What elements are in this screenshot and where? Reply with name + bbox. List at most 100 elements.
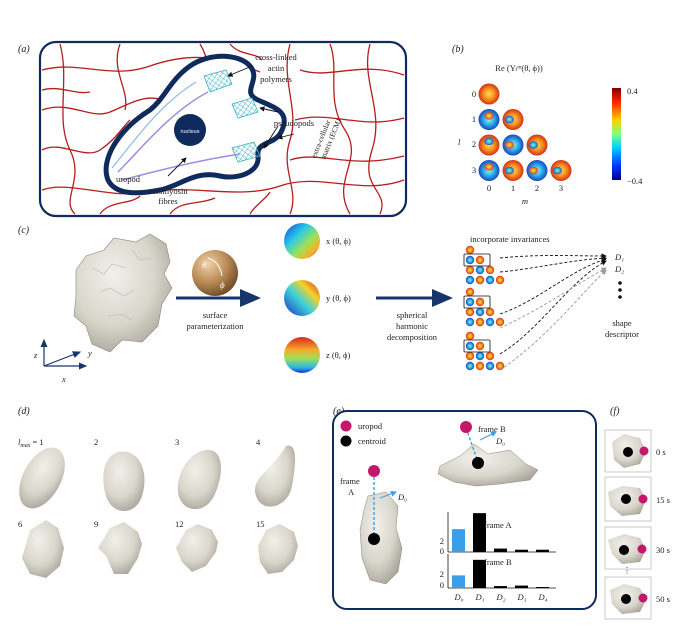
- sphere-z: [284, 337, 320, 373]
- mini-sphere: [475, 255, 485, 265]
- d2-label: D₂: [614, 264, 624, 274]
- chart-b-ytick-2: 2: [440, 569, 444, 579]
- bar-chart-frame-b: [447, 554, 556, 589]
- mini-grid-2: [463, 331, 505, 371]
- ylm-lobe: [504, 166, 515, 175]
- bar-D₃: [515, 549, 528, 552]
- timelapse-time-15: 15 s: [656, 495, 670, 505]
- bar-D₂: [494, 548, 507, 552]
- panel-d-label: (d): [18, 406, 30, 417]
- x-function-label: x (θ, ϕ): [326, 236, 351, 246]
- axis-y: y: [87, 348, 92, 358]
- surface-label-1: surface: [203, 310, 228, 320]
- timelapse-time-0: 0 s: [656, 447, 666, 457]
- lmax-15: 15: [256, 519, 265, 529]
- timelapse-centroid-0: [623, 447, 633, 457]
- cell-mesh-c: [73, 233, 173, 353]
- timelapse-centroid-50: [621, 594, 631, 604]
- bar-D₃: [515, 585, 528, 588]
- panel-f-label: (f): [610, 406, 620, 417]
- bar-D₀: [452, 529, 465, 552]
- mini-sphere: [485, 265, 495, 275]
- sphere-x: [284, 223, 320, 259]
- actin-mesh-top: [203, 69, 233, 93]
- panel-a-pointer-arrows: [167, 65, 295, 177]
- bar-D₀: [452, 575, 465, 588]
- colorbar-min: −0.4: [627, 176, 643, 186]
- pseudopods-label: pseudopods: [274, 118, 314, 128]
- mini-sphere: [475, 275, 485, 285]
- mini-ylm-grids: [463, 245, 505, 371]
- frame-b-d0-arrow: [479, 431, 497, 441]
- actin-label: actin: [268, 63, 285, 73]
- colorbar-max: 0.4: [627, 86, 638, 96]
- ecm-fibres: [41, 43, 405, 215]
- legend-uropod-marker: [340, 420, 352, 432]
- actomyosin-label: actomyosin: [148, 186, 188, 196]
- legend-centroid-marker: [340, 435, 352, 447]
- frame-b-label: frame B: [478, 424, 506, 434]
- mini-sphere: [465, 265, 475, 275]
- legend-uropod-label: uropod: [358, 421, 383, 431]
- shape-label-1: shape: [612, 318, 632, 328]
- ylm-sphere-l3-m1: [502, 160, 524, 181]
- polymers-label: polymers: [260, 74, 292, 84]
- lmax-6: 6: [18, 519, 22, 529]
- chart-xtick-d1: D₁: [474, 592, 484, 602]
- panel-b-label: (b): [452, 44, 464, 55]
- actomyosin-fibre-3: [111, 81, 197, 169]
- lmax-4: 4: [256, 437, 261, 447]
- frame-a-label-2: A: [348, 487, 355, 497]
- ylm-title: Re (Yₗᵐ(θ, ϕ)): [495, 63, 543, 73]
- m-tick-1: 1: [511, 183, 515, 193]
- mini-group-box: [463, 253, 491, 267]
- mini-sphere: [465, 287, 475, 297]
- actomyosin-fibre-1: [117, 91, 209, 173]
- lmax-12: 12: [175, 519, 184, 529]
- sph-label-2: harmonic: [396, 321, 428, 331]
- frame-a-d0-arrow: [379, 490, 397, 499]
- ylm-sphere-l3-m3: [550, 160, 572, 181]
- mini-sphere: [475, 297, 485, 307]
- panel-e-label: (e): [333, 406, 345, 417]
- ylm-lobe: [504, 141, 515, 149]
- actin-mesh-bottom: [231, 141, 261, 163]
- chart-b-title: frame B: [484, 557, 512, 567]
- mini-sphere: [475, 361, 485, 371]
- ylm-lobe: [484, 163, 494, 171]
- actin-mesh-middle: [231, 97, 259, 119]
- cell-mesh-c-texture: [91, 249, 153, 321]
- frame-a-label-1: frame: [340, 476, 360, 486]
- shape-lmax-15: [258, 524, 298, 574]
- m-tick-2: 2: [535, 183, 539, 193]
- timelapse-ellipsis: ⋮: [623, 565, 632, 575]
- ylm-grid: [478, 83, 572, 181]
- bar-D₂: [494, 586, 507, 588]
- y-function-label: y (θ, ϕ): [326, 293, 351, 303]
- ylm-sphere-l2-m0: [478, 134, 500, 156]
- mini-sphere: [495, 275, 505, 285]
- mini-group-box: [463, 339, 491, 353]
- ylm-sphere-l0-m0: [478, 83, 500, 105]
- mini-sphere: [465, 297, 475, 307]
- panel-b-spherical-harmonics: Re (Yₗᵐ(θ, ϕ)) l 0 1 2 3 0 1 2 3 m 0.4 −…: [458, 63, 643, 206]
- chart-a-ytick-0: 0: [440, 546, 444, 556]
- axis-x: x: [61, 374, 66, 384]
- mini-sphere: [465, 341, 475, 351]
- invariance-arrows: [499, 253, 607, 371]
- mini-sphere: [485, 275, 495, 285]
- ylm-sphere-l3-m0: [478, 160, 500, 181]
- mini-sphere: [465, 317, 475, 327]
- timelapse-frame-50: [604, 576, 652, 620]
- frame-a-uropod: [368, 465, 380, 477]
- shape-lmax-12: [176, 524, 218, 572]
- l-tick-1: 1: [472, 114, 476, 124]
- parameter-sphere: [192, 250, 238, 296]
- m-tick-3: 3: [559, 183, 563, 193]
- ellipsis-dot-2: [618, 288, 622, 292]
- ylm-sphere-l3-m2: [526, 160, 548, 181]
- axes-triad: [40, 338, 88, 370]
- mini-sphere: [475, 317, 485, 327]
- timelapse-uropod-50: [638, 593, 648, 603]
- legend-centroid-label: centroid: [358, 436, 387, 446]
